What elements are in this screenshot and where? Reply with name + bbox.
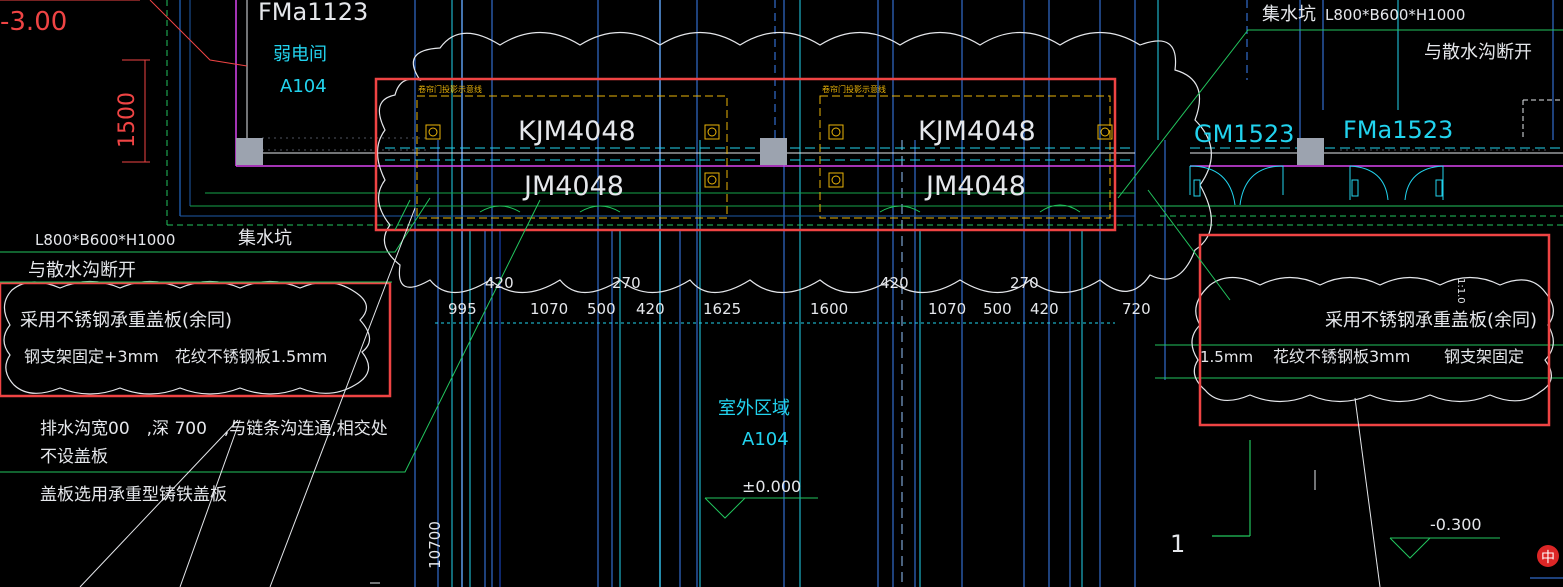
corner-glyph[interactable]: 中	[1541, 550, 1555, 566]
dim-lower-label-9: 720	[1122, 300, 1151, 318]
dim-upper-label-2: 420	[880, 274, 909, 292]
pit-size-left: L800*B600*H1000	[35, 231, 175, 249]
room-id-a104: A104	[280, 76, 327, 97]
bracket-note-right: 钢支架固定	[1444, 347, 1524, 366]
room-name-weak-current: 弱电间	[273, 44, 327, 65]
dim-lower-label-5: 1600	[810, 300, 848, 318]
thickness-note-right: 1.5mm	[1200, 348, 1253, 366]
door-gm1523: GM1523	[1194, 120, 1294, 148]
column-1	[236, 138, 263, 165]
leader-lines	[0, 29, 1563, 587]
dim-lower-label-8: 420	[1030, 300, 1059, 318]
big-cloud	[376, 31, 1212, 293]
elevation-minus-3: -3.00	[0, 7, 67, 37]
elevation-marker-zero	[704, 497, 818, 519]
corner-badge[interactable]: 中	[1537, 545, 1559, 567]
cover-note-left: 采用不锈钢承重盖板(余同)	[20, 310, 232, 331]
area-id: A104	[742, 429, 789, 450]
red-highlights	[0, 77, 1551, 427]
plate-note-right: 花纹不锈钢板3mm	[1273, 347, 1410, 366]
column-2	[760, 138, 787, 165]
drain-note-line2: 不设盖板	[40, 447, 108, 467]
revision-clouds	[3, 31, 1554, 403]
openings: 卷帘门投影示意线 卷帘门投影示意线 KJM4048 KJM4048 JM4048…	[416, 84, 1113, 219]
door-label-kjm-right: KJM4048	[918, 116, 1036, 147]
room-weak-current: -3.00 1500 FMa1123 弱电间 A104	[0, 0, 1324, 165]
right-doors: GM1523 FMa1523	[1189, 99, 1563, 206]
outdoor-area: 室外区域 A104 ±0.000 10700	[370, 398, 818, 584]
door-fma1523: FMa1523	[1343, 116, 1453, 144]
area-name: 室外区域	[718, 398, 790, 419]
grid-mark-1: 1	[1170, 530, 1185, 558]
left-note-cloud	[3, 280, 371, 395]
slope-note-right: 1:1.0	[1455, 278, 1466, 304]
pit-size-right: L800*B600*H1000	[1325, 6, 1465, 24]
dimension-1500: 1500	[115, 92, 140, 148]
dim-lower-label-4: 1625	[703, 300, 741, 318]
left-notes: L800*B600*H1000 集水坑 与散水沟断开 采用不锈钢承重盖板(余同)…	[20, 228, 388, 505]
pit-label-left: 集水坑	[238, 228, 292, 249]
separate-note-left: 与散水沟断开	[28, 260, 136, 281]
column-3	[1297, 138, 1324, 165]
right-note-cloud	[1191, 276, 1554, 403]
elevation-minus-0300: -0.300	[1430, 515, 1482, 534]
right-notes: 集水坑 L800*B600*H1000 与散水沟断开 采用不锈钢承重盖板(余同)…	[1200, 4, 1537, 366]
dim-lower-label-2: 500	[587, 300, 616, 318]
highlight-openings	[374, 77, 1117, 232]
door-code-fma1123: FMa1123	[258, 0, 368, 26]
elevation-marker-minus	[1389, 537, 1500, 559]
steel-plate-note-left: 钢支架固定+3mm 花纹不锈钢板1.5mm	[24, 347, 327, 366]
dim-lower-label-0: 995	[448, 300, 477, 318]
cast-iron-cover-note: 盖板选用承重型铸铁盖板	[40, 485, 227, 505]
dimension-10700: 10700	[426, 521, 444, 569]
dim-upper-label-1: 270	[612, 274, 641, 292]
highlight-right-note	[1198, 233, 1551, 427]
dim-lower-label-6: 1070	[928, 300, 966, 318]
bottom-right: -0.300 1	[1170, 470, 1563, 579]
separate-note-right: 与散水沟断开	[1424, 42, 1532, 63]
shutter-hint-right: 卷帘门投影示意线	[822, 84, 886, 94]
door-label-kjm-left: KJM4048	[518, 116, 636, 147]
elevation-zero: ±0.000	[742, 477, 801, 496]
dim-upper-label-0: 420	[485, 274, 514, 292]
drain-note-line1: 排水沟宽00 ,深 700 ,与链条沟连通,相交处	[40, 419, 388, 439]
pit-label-right: 集水坑	[1262, 4, 1316, 25]
dimensions: 420 270 420 270 995 1070 500 420 1625 1600 1070 50…	[435, 274, 1151, 324]
highlight-left-note	[0, 281, 392, 398]
door-label-jm-right: JM4048	[924, 171, 1026, 202]
opening-frame-right	[819, 95, 1111, 219]
dim-lower-label-7: 500	[983, 300, 1012, 318]
door-label-jm-left: JM4048	[522, 171, 624, 202]
dim-lower-label-1: 1070	[530, 300, 568, 318]
shutter-hint-left: 卷帘门投影示意线	[418, 84, 482, 94]
dim-lower-label-3: 420	[636, 300, 665, 318]
grid-lines	[166, 0, 1563, 587]
cover-note-right: 采用不锈钢承重盖板(余同)	[1325, 310, 1537, 331]
dim-upper-label-3: 270	[1010, 274, 1039, 292]
